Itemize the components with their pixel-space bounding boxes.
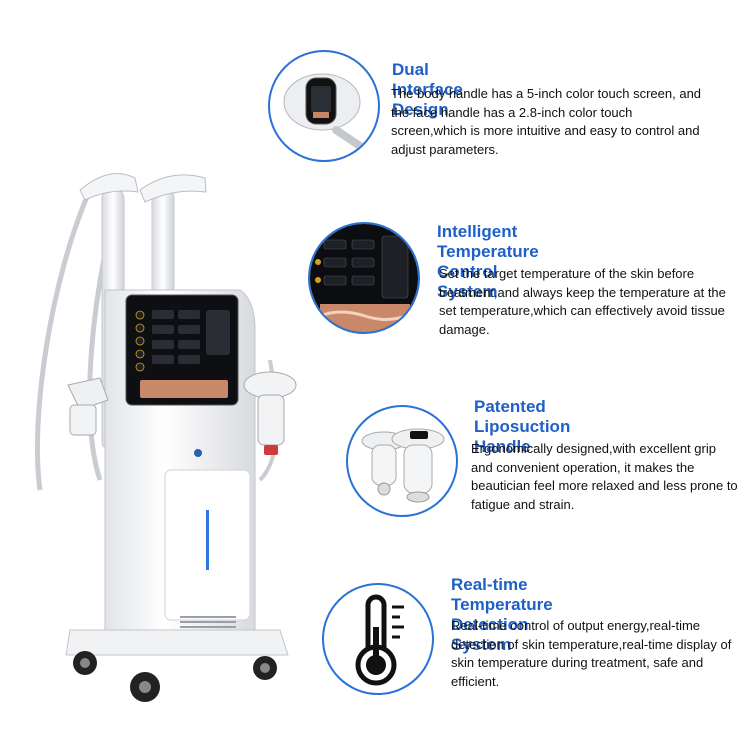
feature-title: Intelligent Temperature Control System [437, 222, 539, 301]
handle-touchscreen-icon [268, 50, 380, 162]
feature-description: The body handle has a 5-inch color touch… [391, 86, 702, 157]
feature-description: Set the target temperature of the skin b… [439, 266, 726, 337]
body-contouring-machine-icon [30, 160, 310, 710]
feature-title: Dual Interface Design [392, 60, 463, 119]
feature-title: Real-time Temperature Detection System [451, 575, 553, 654]
feature-title: Patented Liposuction Handle [474, 397, 571, 456]
feature-description: Ergonomically designed,with excellent gr… [471, 441, 738, 512]
thermometer-icon [322, 583, 434, 695]
feature-description: Real-time control of output energy,real-… [451, 618, 732, 689]
suction-handles-icon [346, 405, 458, 517]
control-panel-screen-icon [308, 222, 420, 334]
